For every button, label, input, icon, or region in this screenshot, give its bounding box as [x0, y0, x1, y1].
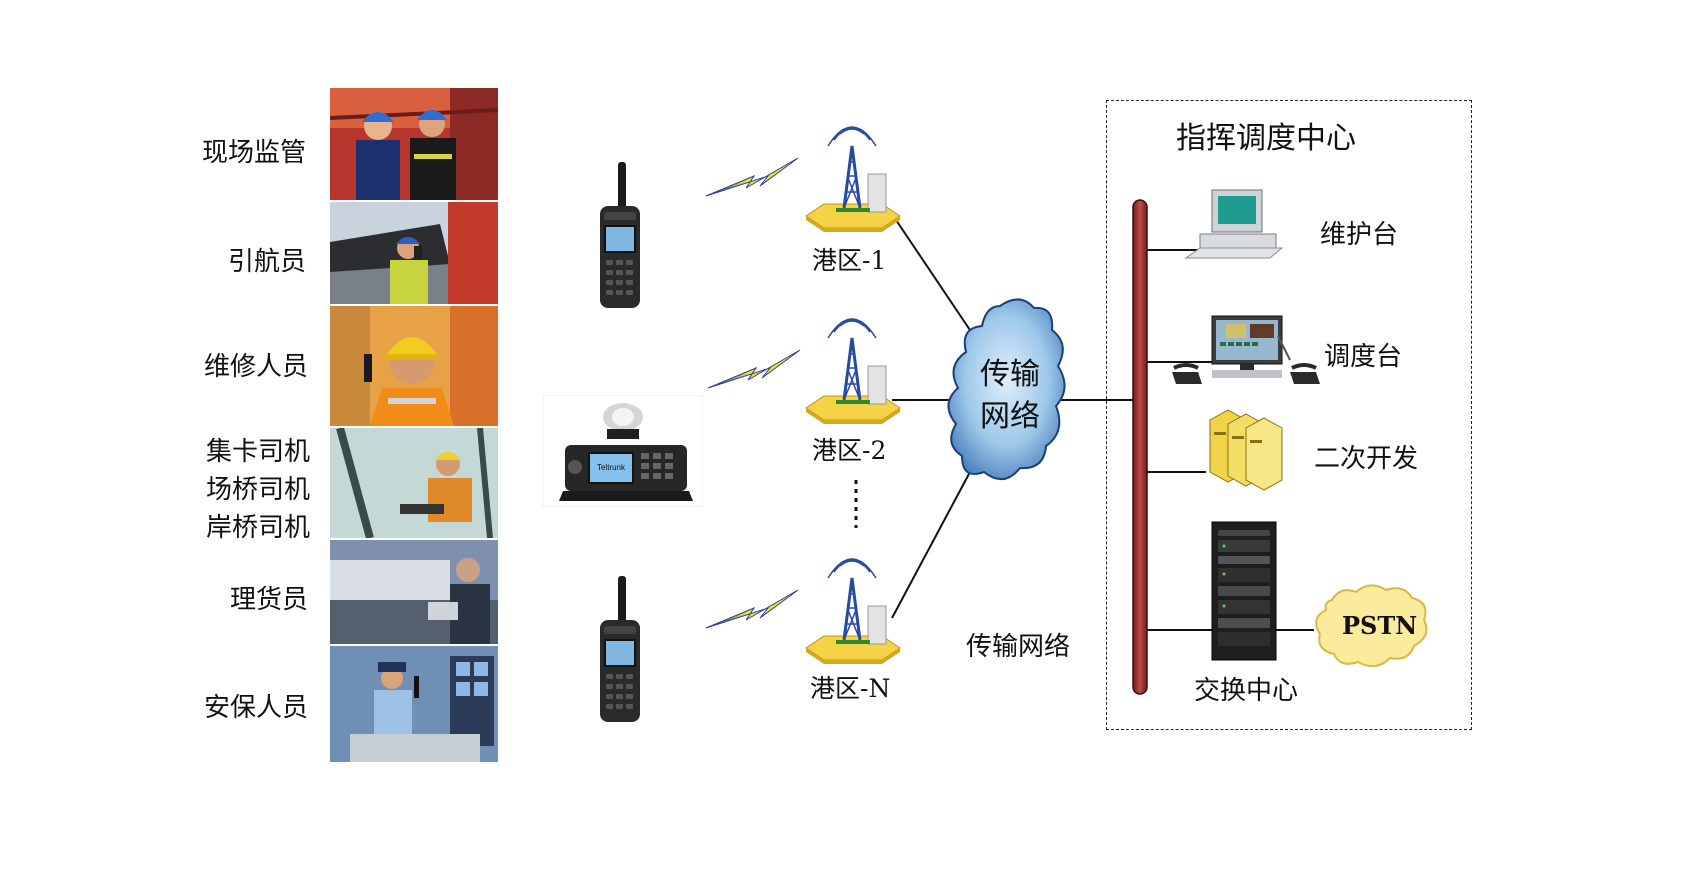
radio-brand-label: Teltrunk	[596, 463, 625, 472]
photo-pilot	[330, 202, 498, 304]
label-maintenance-staff: 维修人员	[203, 352, 308, 382]
label-truck-driver: 集卡司机	[205, 437, 310, 467]
dispatch-center-title: 指挥调度中心	[1176, 121, 1356, 156]
photo-drivers	[330, 428, 498, 538]
port-label-2: 港区-2	[812, 436, 887, 465]
cloud-label-line2: 网络	[980, 399, 1040, 434]
label-yard-crane-driver: 场桥司机	[205, 475, 310, 505]
port-label-n: 港区-N	[810, 674, 891, 703]
base-station-tower-icon-2	[805, 318, 901, 424]
maintenance-computer-icon	[1184, 189, 1284, 259]
maintenance-console-label: 维护台	[1320, 220, 1399, 250]
wireless-link-icon	[705, 157, 799, 197]
server-stack-icon	[1209, 409, 1283, 491]
dispatch-console-icon	[1172, 315, 1320, 384]
dispatch-bus	[1132, 199, 1148, 695]
handheld-radio-icon-2	[600, 576, 640, 722]
pstn-label: PSTN	[1342, 611, 1418, 640]
dispatch-console-label: 调度台	[1324, 342, 1403, 372]
photo-onsite-supervision	[330, 88, 498, 200]
transport-network-cloud-icon	[947, 298, 1066, 480]
photo-maintenance-staff	[330, 306, 498, 426]
port-label-1: 港区-1	[812, 246, 887, 275]
secondary-development-label: 二次开发	[1314, 444, 1419, 474]
wireless-link-icon-2	[707, 349, 801, 389]
wireless-link-icon-3	[705, 589, 799, 629]
handheld-radio-icon	[600, 162, 640, 308]
label-security-staff: 安保人员	[203, 693, 308, 723]
base-station-tower-icon-3	[805, 558, 901, 664]
switching-center-label: 交换中心	[1194, 676, 1299, 706]
vehicle-radio: Teltrunk	[543, 395, 703, 507]
dispatch-center-box	[1106, 100, 1472, 730]
pstn-cloud-icon	[1315, 584, 1428, 668]
label-onsite-supervision: 现场监管	[201, 138, 306, 168]
switching-rack-icon	[1211, 521, 1277, 661]
base-station-tower-icon	[805, 126, 901, 232]
photo-tally-clerk	[330, 540, 498, 644]
label-tally-clerk: 理货员	[229, 585, 308, 615]
photo-security-staff	[330, 646, 498, 762]
cloud-label-line1: 传输	[980, 357, 1040, 392]
label-quay-crane-driver: 岸桥司机	[205, 513, 310, 543]
transport-network-label: 传输网络	[966, 632, 1071, 662]
label-pilot: 引航员	[227, 247, 306, 277]
